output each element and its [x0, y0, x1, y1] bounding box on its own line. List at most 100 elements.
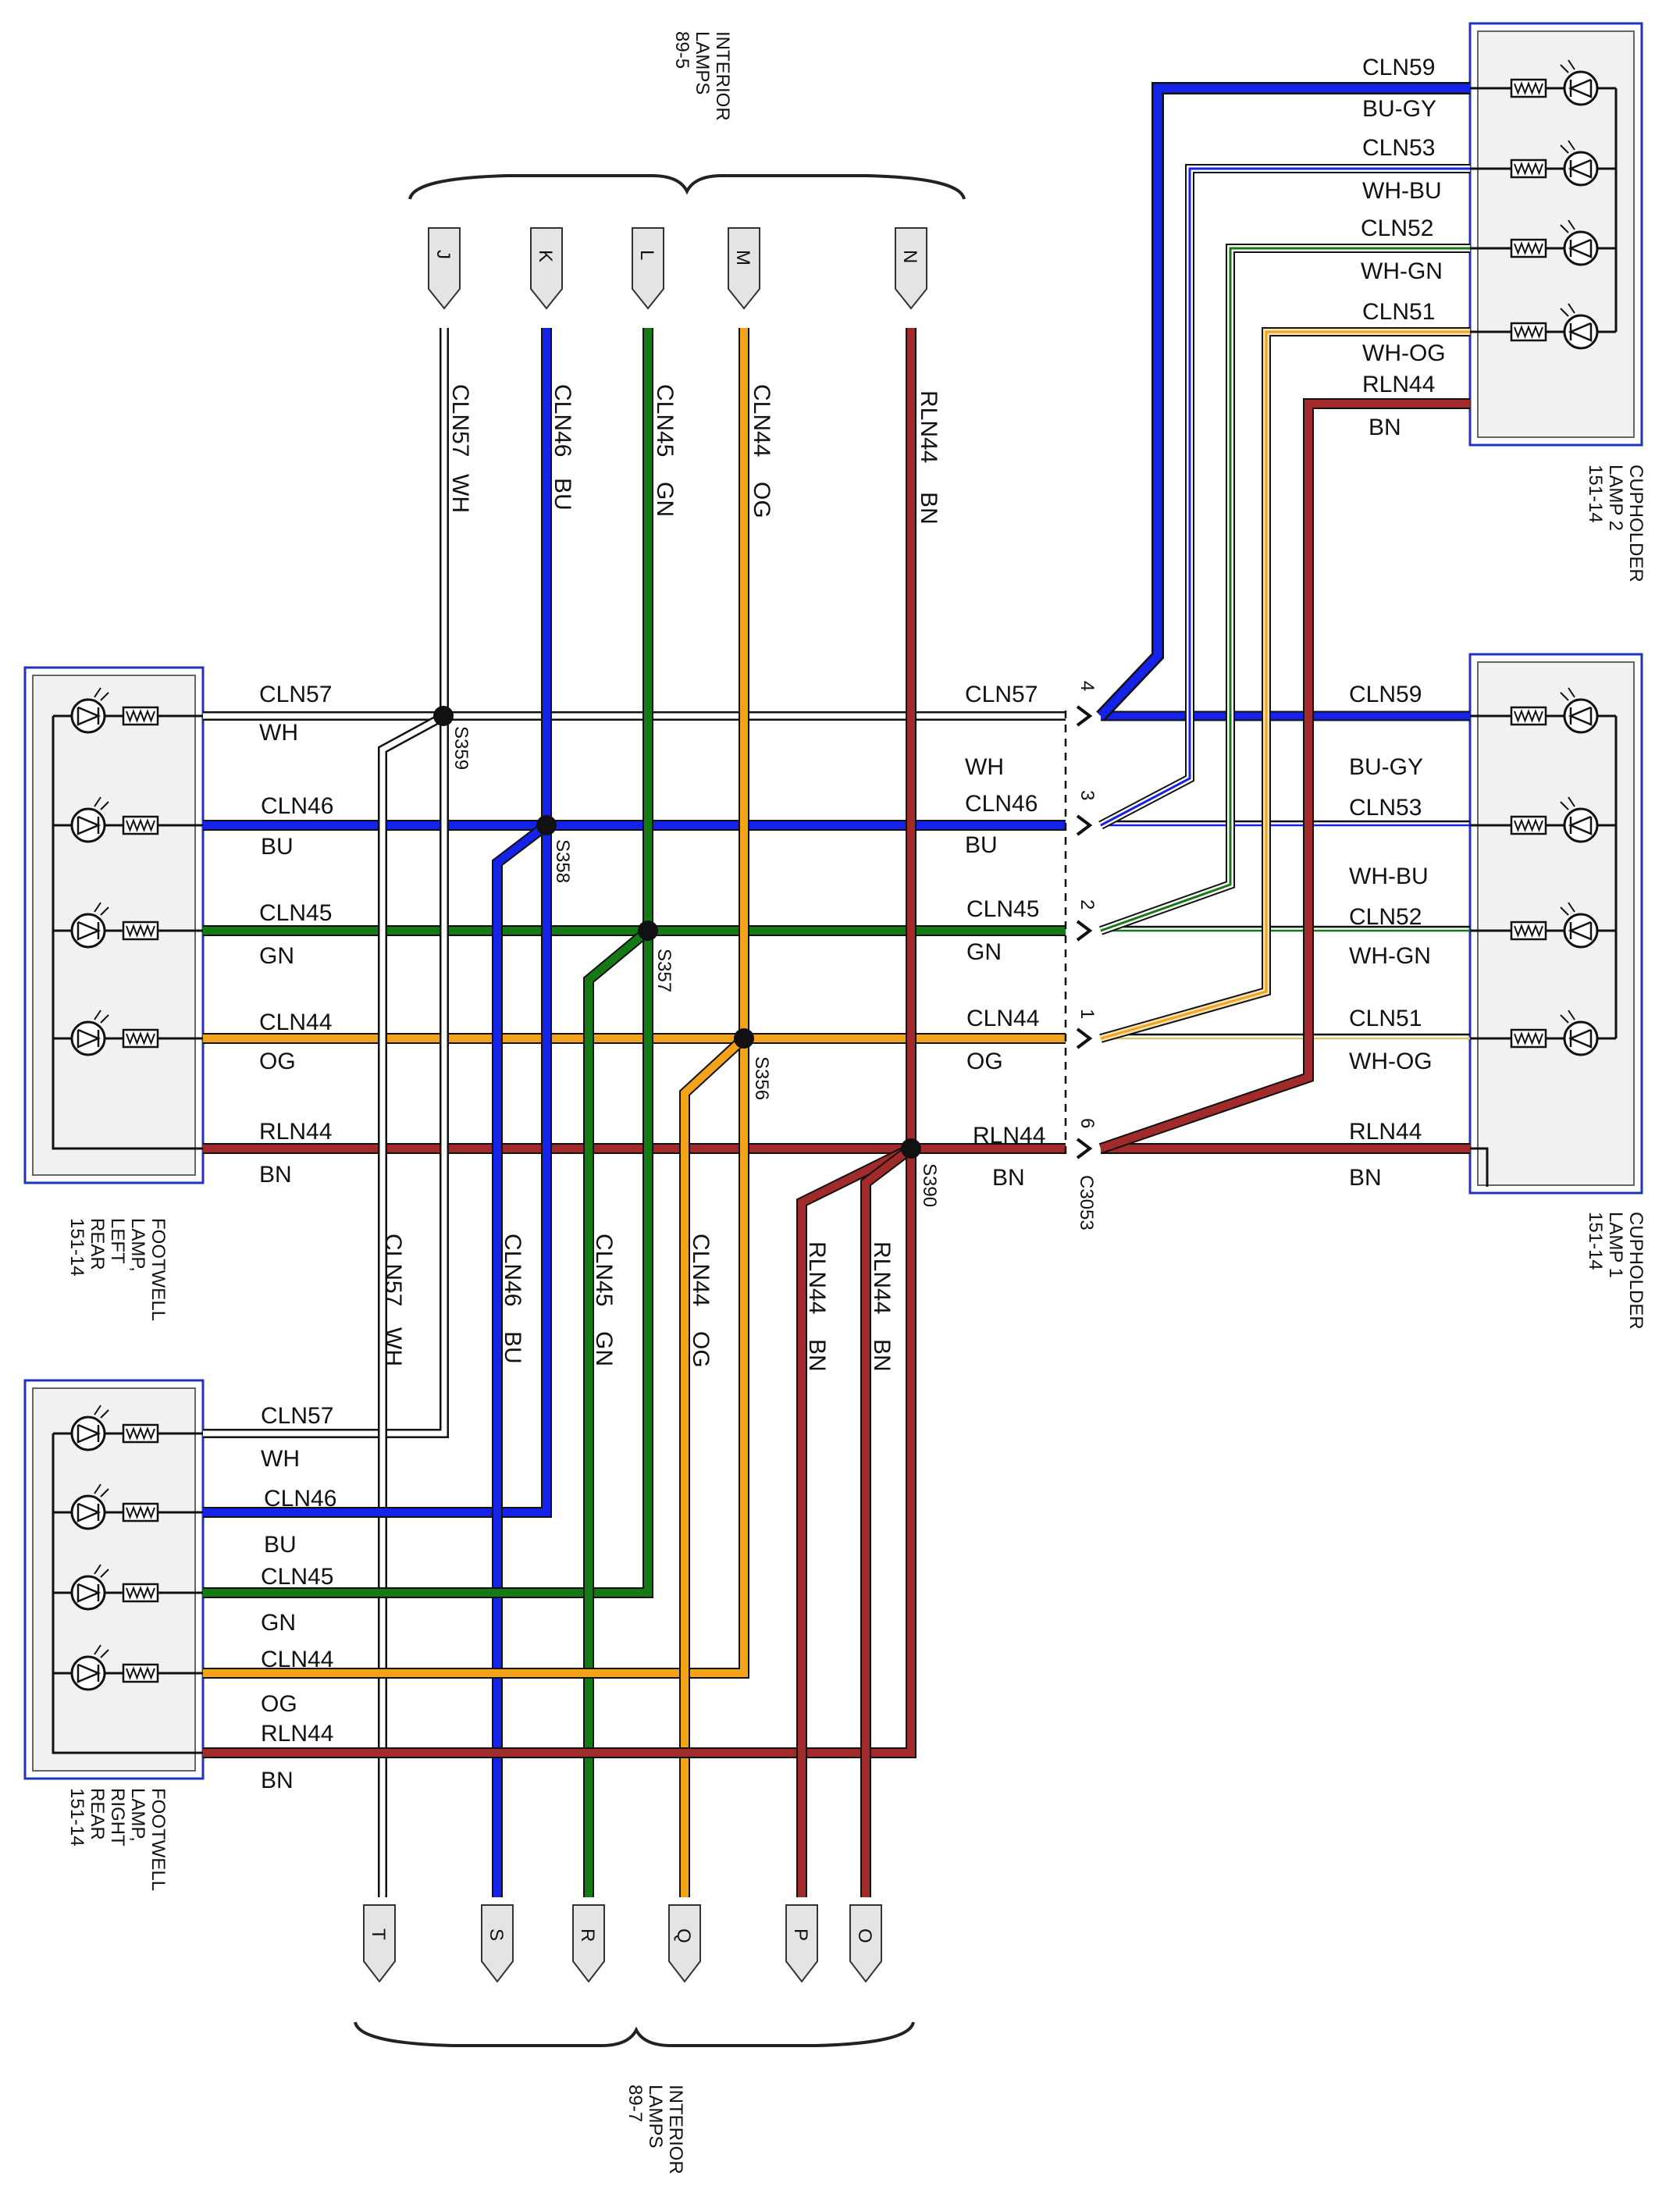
resistor-icon [1510, 1028, 1547, 1049]
resistor-icon [122, 1028, 159, 1049]
wire-color-label: WH [965, 754, 1004, 780]
wire-circuit-label: CLN57 [261, 1403, 333, 1429]
connector-label: O [854, 1928, 875, 1943]
diode-icon [77, 921, 101, 941]
title-line: LAMP 2 [1605, 465, 1626, 531]
wire-circuit-label: CLN44 [966, 1006, 1039, 1031]
light-ray-icon [1568, 303, 1575, 314]
resistor-zigzag-icon [126, 924, 155, 938]
diode-icon [1568, 1028, 1593, 1049]
light-ray-icon [94, 1483, 101, 1494]
title-line: REAR [87, 1788, 108, 1840]
light-ray-icon [100, 1488, 109, 1498]
wire-circuit-label: CLN57 [447, 384, 473, 457]
title-line: LAMP 1 [1605, 1212, 1626, 1278]
wire-circuit-label: CLN51 [1349, 1006, 1422, 1031]
resistor-icon [122, 706, 159, 726]
wire-circuit-label: CLN44 [261, 1647, 333, 1672]
resistor-zigzag-icon [1514, 1031, 1543, 1045]
light-ray-icon [100, 1649, 109, 1658]
light-ray-icon [100, 906, 109, 916]
wire-circuit-label: CLN46 [550, 384, 575, 457]
diode-icon [1568, 815, 1593, 835]
wire-color-label: BN [1349, 1165, 1382, 1191]
wire-color-label: OG [966, 1049, 1003, 1074]
light-ray-icon [94, 1564, 101, 1575]
resistor-zigzag-icon [1514, 81, 1543, 95]
light-ray-icon [94, 1405, 101, 1416]
resistor-zigzag-icon [126, 818, 155, 832]
wire-circuit-label: CLN45 [259, 900, 332, 926]
wire-color-label: WH [447, 474, 473, 513]
wire-circuit-label: CLN53 [1362, 135, 1435, 161]
title-line: FOOTWELL [148, 1788, 169, 1891]
wire-color-label: OG [259, 1049, 296, 1074]
wire-rln44-p [798, 1145, 913, 1897]
vertical-wire-label: RLN44 BN [916, 390, 941, 525]
vertical-wire-label: RLN44 BN [869, 1241, 895, 1372]
vertical-wire-label: CLN44 OG [749, 384, 774, 518]
resistor-zigzag-icon [1514, 709, 1543, 723]
connector-J: J [428, 227, 461, 310]
wire-color-label: BN [992, 1165, 1025, 1191]
diode-icon [1568, 706, 1593, 726]
top-vertical-labels: CLN57 WH CLN46 BU CLN45 GN CLN44 OG RLN4… [447, 384, 941, 525]
pin-number: 1 [1077, 1009, 1098, 1019]
title-line: CUPHOLDER [1625, 465, 1646, 582]
cupholder-2-title: CUPHOLDER LAMP 2 151-14 [1585, 465, 1646, 582]
wire-rln44-rf [203, 1149, 915, 1757]
cupholder-lamp-1: CUPHOLDER LAMP 1 151-14 [1468, 653, 1646, 1330]
lamp-footwell-left [70, 1010, 159, 1056]
connector-label: R [577, 1928, 598, 1942]
lamp-footwell-left [70, 687, 159, 734]
light-ray-icon [1568, 219, 1575, 230]
connector-label: T [368, 1928, 389, 1940]
footwell-right-title: FOOTWELL LAMP, RIGHT REAR 151-14 [66, 1788, 169, 1891]
wire-color-label: BN [916, 492, 941, 525]
resistor-zigzag-icon [126, 709, 155, 723]
bottom-group-title-line: LAMPS [645, 2085, 666, 2148]
wire-circuit-label: CLN57 [965, 682, 1038, 707]
wire-color-label: BN [259, 1162, 292, 1188]
splice-label-s359: S359 [450, 726, 472, 770]
light-ray-icon [1560, 64, 1569, 73]
resistor-zigzag-icon [1514, 241, 1543, 255]
wire-circuit-label: CLN44 [688, 1234, 714, 1306]
wire-color-label: WH [259, 720, 298, 746]
wire-cln57-rf [203, 716, 447, 1437]
wire-cln57-t-outline [378, 711, 447, 1897]
top-group-title-line: LAMPS [692, 31, 713, 94]
connector-label: J [432, 250, 454, 259]
pin-number: 6 [1077, 1118, 1098, 1128]
diode-icon [1568, 158, 1593, 179]
title-line: LAMP, [127, 1788, 148, 1842]
lamp-cupholder-1 [1510, 796, 1599, 843]
resistor-icon [1510, 815, 1547, 835]
lamp-cupholder-2 [1510, 303, 1599, 350]
wire-color-label: WH [380, 1327, 406, 1366]
splice-dot [536, 815, 557, 835]
wire-color-label: BN [869, 1339, 895, 1372]
pin-arrow [1076, 705, 1093, 727]
wire-circuit-label: RLN44 [804, 1241, 830, 1314]
lamp-footwell-left [70, 902, 159, 949]
wire-color-label: OG [749, 482, 774, 518]
wires [203, 82, 1470, 1897]
wire-color-label: BN [1369, 415, 1401, 440]
wire-color-label: WH-GN [1349, 943, 1431, 969]
diode-icon [77, 1502, 101, 1522]
diode-icon [77, 706, 101, 726]
wire-circuit-label: RLN44 [1349, 1119, 1422, 1145]
wire-color-label: WH-BU [1349, 864, 1429, 889]
cupholder-1-title: CUPHOLDER LAMP 1 151-14 [1585, 1212, 1646, 1330]
diode-icon [77, 1583, 101, 1603]
light-ray-icon [1568, 140, 1575, 151]
wire-color-label: BU [264, 1532, 297, 1558]
cupholder-lamp-2: CUPHOLDER LAMP 2 151-14 [1468, 22, 1646, 582]
resistor-icon [1510, 78, 1547, 98]
title-line: REAR [87, 1218, 108, 1270]
wire-circuit-label: CLN53 [1349, 795, 1422, 821]
pin-number: 3 [1077, 790, 1098, 800]
